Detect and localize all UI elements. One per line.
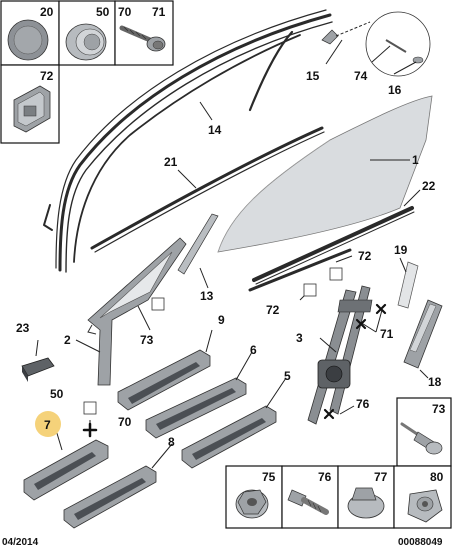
box-label-71: 71: [152, 5, 166, 19]
callout-76: 76: [356, 397, 370, 411]
callout-8: 8: [168, 435, 175, 449]
door-seals-group: [43, 9, 333, 273]
waist-seal-22-icon: [252, 206, 415, 285]
switch-23-icon: [21, 357, 55, 382]
footer-date: 04/2014: [2, 537, 39, 548]
marker-crosses: [82, 303, 387, 438]
callout-71: 71: [380, 327, 394, 341]
switch-panel-6-icon: [145, 377, 247, 439]
box-label-73: 73: [432, 402, 446, 416]
callout-73: 73: [140, 333, 154, 347]
callout-3: 3: [296, 331, 303, 345]
rivet-73-icon: [400, 422, 443, 455]
box-label-77: 77: [374, 470, 388, 484]
quarter-frame-2-icon: [87, 237, 187, 386]
clip-15-icon: [321, 29, 339, 45]
callout-2: 2: [64, 333, 71, 347]
callout-70: 70: [118, 415, 132, 429]
marker-square-72-upper: [329, 267, 343, 281]
callout-6: 6: [250, 343, 257, 357]
switch-panel-7-icon: [23, 439, 109, 501]
clip-nut-80-icon: [407, 489, 443, 523]
marker-square-72-lower: [303, 283, 317, 297]
box-label-70: 70: [118, 5, 132, 19]
callout-9: 9: [218, 313, 225, 327]
switch-panel-9-icon: [117, 349, 211, 411]
box-frame-70-71: [114, 0, 174, 66]
grommet-50-icon: [65, 23, 107, 61]
clip-72-icon: [13, 85, 51, 133]
marker-square-50: [83, 401, 97, 415]
switch-panel-8-icon: [63, 465, 157, 529]
box-label-75: 75: [262, 470, 276, 484]
door-glass-1-icon: [217, 95, 433, 253]
box-label-72: 72: [40, 69, 54, 83]
bolt-76-icon: [287, 489, 329, 515]
callout-21: 21: [164, 155, 178, 169]
callout-7: 7: [44, 418, 51, 432]
callout-22: 22: [422, 179, 436, 193]
marker-square-73: [151, 297, 165, 311]
detail-clip-group: [321, 11, 431, 77]
waist-seal-inner-icon: [248, 248, 352, 292]
window-regulator-18-icon: [403, 299, 443, 369]
top-left-box-group: 20 50 70 71 72: [0, 0, 174, 144]
blanking-plug-20-icon: [7, 19, 49, 61]
window-regulator-3-icon: [307, 285, 373, 425]
callout-74: 74: [354, 69, 368, 83]
push-clip-77-icon: [347, 487, 385, 519]
callout-23: 23: [16, 321, 30, 335]
callout-7-highlight: [35, 411, 61, 437]
callout-labels: 1 2 3 5 6 7 8 9 13 14 15 16 18 19 21 22 …: [16, 69, 442, 449]
callout-15: 15: [306, 69, 320, 83]
callout-5: 5: [284, 369, 291, 383]
nut-75-icon: [235, 489, 269, 519]
box-label-76: 76: [318, 470, 332, 484]
detail-circle: [365, 11, 431, 77]
channel-13-icon: [177, 213, 219, 275]
callout-19: 19: [394, 243, 408, 257]
callout-72-lower: 72: [266, 303, 280, 317]
screw-71-icon: [119, 25, 166, 52]
clip-16-icon: [412, 56, 424, 64]
box-label-80: 80: [430, 470, 444, 484]
leader-lines: [35, 39, 429, 469]
callout-13: 13: [200, 289, 214, 303]
switch-panel-5-icon: [181, 405, 277, 469]
box-label-50: 50: [96, 5, 110, 19]
fastener-box-group: 73 75 76 77 80: [225, 397, 452, 529]
callout-1: 1: [412, 153, 419, 167]
trim-strip-19-icon: [397, 261, 419, 309]
box-frame-73: [396, 397, 452, 467]
box-label-20: 20: [40, 5, 54, 19]
callout-14: 14: [208, 123, 222, 137]
callout-18: 18: [428, 375, 442, 389]
footer-reference: 00088049: [398, 537, 443, 548]
callout-16: 16: [388, 83, 402, 97]
callout-50: 50: [50, 387, 64, 401]
callout-72-upper: 72: [358, 249, 372, 263]
